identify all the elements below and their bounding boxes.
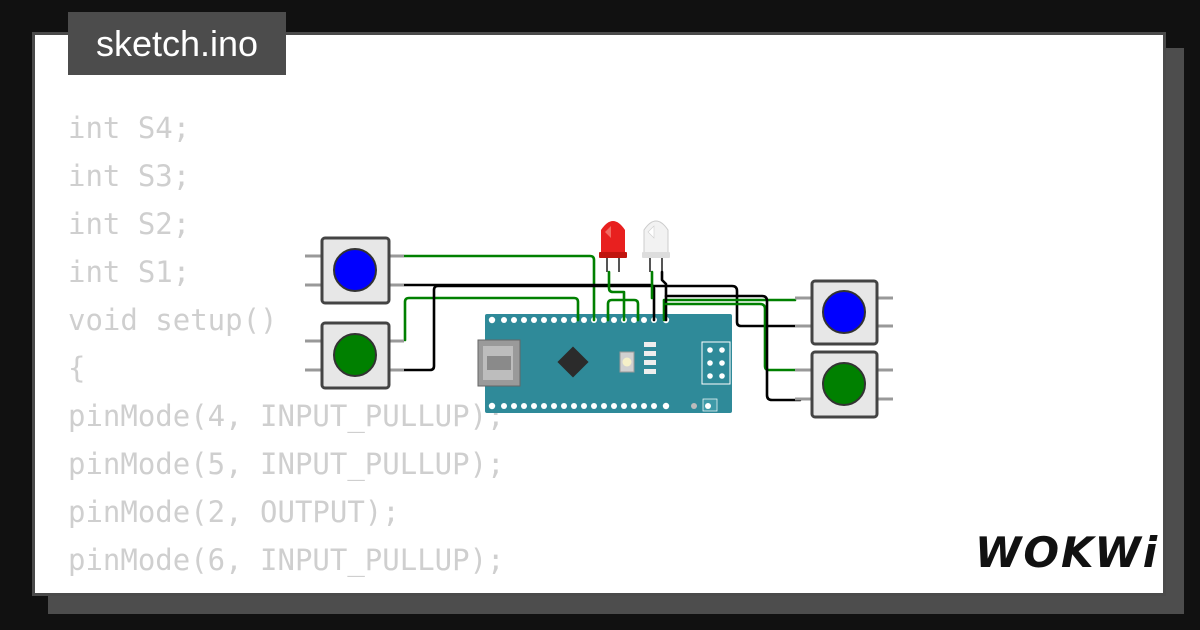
code-line: pinMode(7, INPUT_PULLUP);	[68, 584, 505, 593]
code-preview: int S4; int S3; int S2; int S1; void setup()…	[68, 104, 505, 593]
code-line: int S3;	[68, 159, 191, 193]
pushbutton-blue-left[interactable]	[305, 236, 404, 305]
code-line: void setup()	[68, 303, 278, 337]
white-led[interactable]	[642, 220, 670, 272]
code-line: int S2;	[68, 207, 191, 241]
code-line: pinMode(2, OUTPUT);	[68, 495, 400, 529]
wires	[396, 254, 802, 402]
code-line: int S1;	[68, 255, 191, 289]
pushbutton-blue-right[interactable]	[795, 279, 893, 346]
code-line: int S4;	[68, 111, 191, 145]
code-line: pinMode(5, INPUT_PULLUP);	[68, 447, 505, 481]
code-line: {	[68, 351, 86, 385]
pushbutton-green-right[interactable]	[795, 350, 893, 419]
wokwi-logo[interactable]: WOKWi	[975, 528, 1160, 577]
red-led[interactable]	[599, 221, 627, 272]
pushbutton-green-left[interactable]	[305, 321, 404, 390]
sketch-tab[interactable]: sketch.ino	[68, 12, 286, 75]
code-line: pinMode(6, INPUT_PULLUP);	[68, 543, 505, 577]
code-line: pinMode(4, INPUT_PULLUP);	[68, 399, 505, 433]
arduino-nano-board[interactable]	[477, 314, 732, 413]
